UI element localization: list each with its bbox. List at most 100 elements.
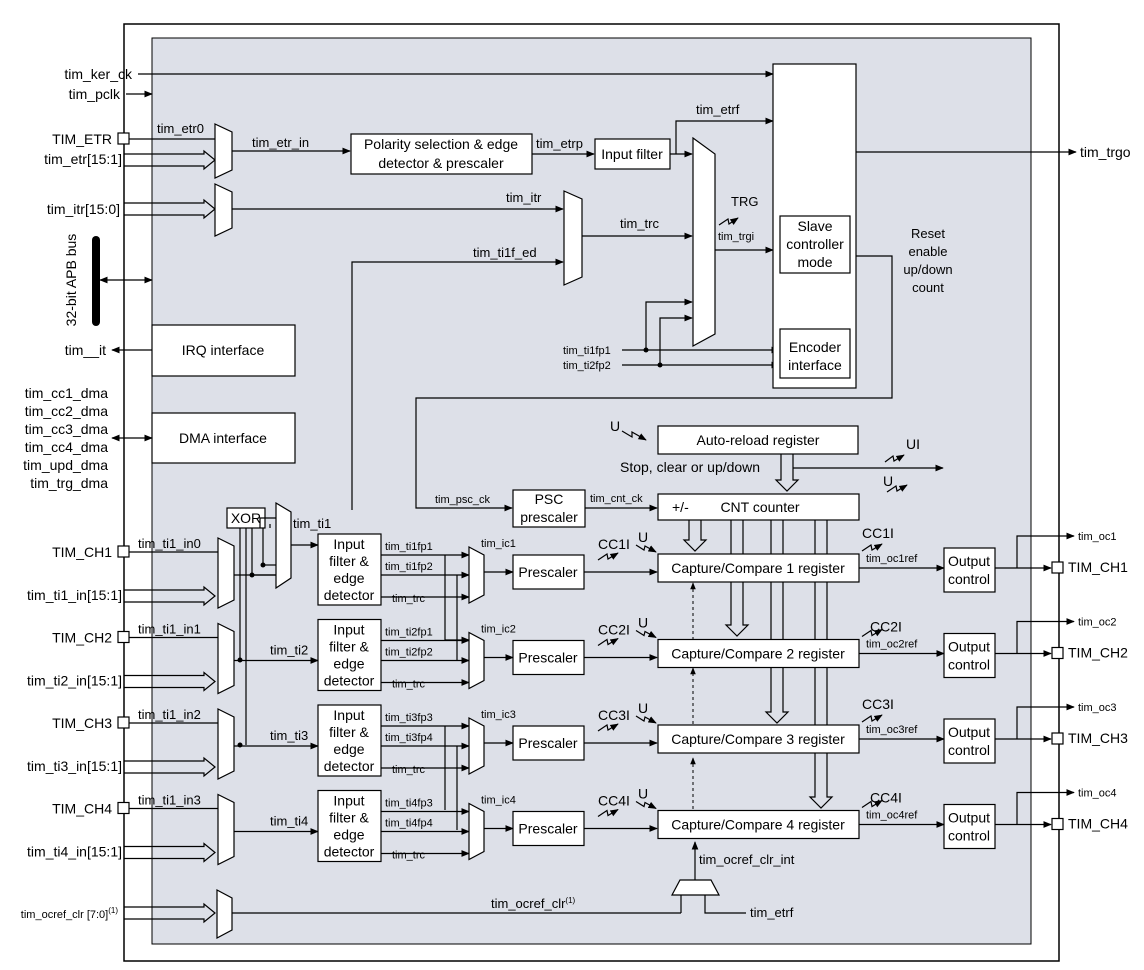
ch2-capture-compare-register	[657, 638, 860, 669]
ch2-ti-in-bus-label: tim_ti2_in[15:1]	[27, 673, 122, 689]
dma-signal-3: tim_cc3_dma	[25, 421, 108, 437]
ch3-trc-label: tim_trc	[392, 764, 426, 776]
tim-etr-pin	[117, 132, 130, 145]
ch3-ti-bus-arrow	[124, 756, 216, 778]
ch1-output-text-1: Output	[948, 553, 990, 569]
trigger-mux	[692, 136, 716, 348]
ch2-output-text-1: Output	[948, 639, 990, 655]
svg-text:Polarity selection & edge: Polarity selection & edge	[364, 136, 518, 152]
timer-core-area	[151, 37, 1032, 945]
ch4-filter-text-2: filter &	[329, 810, 369, 826]
reset-label-3: up/down	[903, 262, 952, 277]
ch4-ti-in0-label: tim_ti1_in3	[138, 793, 201, 808]
ch4-pin-label: TIM_CH4	[52, 801, 112, 817]
ch3-ti-in-bus-label: tim_ti3_in[15:1]	[27, 758, 122, 774]
ch1-ccflag-label: CC1I	[598, 536, 630, 552]
tim-ti2fp2-label: tim_ti2fp2	[563, 360, 611, 372]
ch3-ocref-label: tim_oc3ref	[866, 724, 918, 736]
tim-ker-ck-label: tim_ker_ck	[64, 66, 133, 82]
ch1-ic-label: tim_ic1	[481, 538, 516, 550]
ch1-oc-label: tim_oc1	[1078, 531, 1117, 543]
ch2-ti-in0-label: tim_ti1_in1	[138, 622, 201, 637]
dma-signal-4: tim_cc4_dma	[25, 439, 108, 455]
ch1-filter-text-4: detector	[324, 587, 375, 603]
ch4-oc-label: tim_oc4	[1078, 788, 1117, 800]
dma-signal-1: tim_cc1_dma	[25, 385, 108, 401]
ch1-fp-b-label: tim_ti1fp2	[385, 561, 433, 573]
ch1-outpin-label: TIM_CH1	[1068, 559, 1128, 575]
ch1-input-mux	[217, 537, 235, 609]
ch4-prescaler-text: Prescaler	[518, 821, 577, 837]
ch2-ic-mux	[468, 631, 485, 690]
ocref-clr-input-label: tim_ocref_clr [7:0](1)	[21, 906, 119, 921]
ch4-ccflag-label: CC4I	[598, 793, 630, 809]
tim-pclk-label: tim_pclk	[69, 86, 121, 102]
reset-label-1: Reset	[911, 226, 945, 241]
ch2-output-pin	[1051, 646, 1064, 660]
ocref-clr-select-mux	[671, 879, 720, 896]
ch1-ccout-flag-label: CC1I	[862, 525, 894, 541]
svg-text:detector & prescaler: detector & prescaler	[378, 155, 504, 171]
ch4-ti-bus-arrow	[124, 842, 216, 863]
ch3-ti-in0-label: tim_ti1_in2	[138, 707, 201, 722]
ch1-input-pin	[117, 545, 130, 558]
ch4-output-text-1: Output	[948, 810, 990, 826]
ch3-filter-text-4: detector	[324, 758, 375, 774]
ch3-filter-text-2: filter &	[329, 724, 369, 740]
ch4-input-filter	[317, 789, 382, 863]
channel-1: TIM_CH1tim_ti1_in0tim_ti1_in[15:1]Inputf…	[27, 525, 1128, 609]
ch3-outpin-label: TIM_CH3	[1068, 730, 1128, 746]
ch1-u-label: U	[638, 529, 648, 545]
ch2-outpin-label: TIM_CH2	[1068, 645, 1128, 661]
ch4-ti-in-bus-label: tim_ti4_in[15:1]	[27, 844, 122, 860]
irq-interface	[151, 324, 296, 377]
tim-cnt-ck-label: tim_cnt_ck	[590, 493, 643, 505]
svg-text:prescaler: prescaler	[520, 509, 578, 525]
tim-trgi-label: tim_trgi	[718, 231, 754, 243]
ch1-filter-text-2: filter &	[329, 553, 369, 569]
ch4-filter-text-1: Input	[333, 793, 364, 809]
ch4-output-control	[943, 803, 996, 850]
tim-it-label: tim__it	[65, 342, 106, 358]
ch3-input-pin	[117, 716, 130, 729]
ch2-ccout-flag-label: CC2I	[870, 619, 902, 635]
ch3-ic-label: tim_ic3	[481, 709, 516, 721]
ch2-ti-bus-arrow	[124, 671, 216, 692]
svg-text:IRQ interface: IRQ interface	[182, 342, 265, 358]
ch4-ti-label: tim_ti4	[270, 814, 308, 829]
tim-itr-label: tim_itr	[506, 190, 542, 205]
tim-etrf-label: tim_etrf	[696, 102, 740, 117]
svg-text:interface: interface	[788, 357, 842, 373]
ch1-prescaler-text: Prescaler	[518, 564, 577, 580]
u-label-top: U	[610, 418, 620, 434]
ch2-input-mux	[217, 622, 235, 695]
ch2-prescaler-text: Prescaler	[518, 650, 577, 666]
ch1-pin-label: TIM_CH1	[52, 544, 112, 560]
tim-trc-label: tim_trc	[620, 216, 660, 231]
ch4-ccout-flag-label: CC4I	[870, 790, 902, 806]
svg-text:controller: controller	[786, 236, 844, 252]
ch2-ocref-label: tim_oc2ref	[866, 639, 918, 651]
ocref-clr-mux	[216, 889, 233, 939]
ch1-ti-in-bus-label: tim_ti1_in[15:1]	[27, 587, 122, 603]
ch4-ic-mux	[468, 802, 485, 861]
svg-text:Slave: Slave	[797, 218, 832, 234]
ch2-pin-label: TIM_CH2	[52, 630, 112, 646]
reset-label-4: count	[912, 280, 944, 295]
ch2-ic-label: tim_ic2	[481, 624, 516, 636]
ch4-output-pin	[1051, 817, 1064, 831]
ch3-output-control	[943, 718, 996, 764]
ch3-ti-label: tim_ti3	[270, 728, 308, 743]
svg-text:XOR: XOR	[231, 510, 261, 526]
svg-text:DMA interface: DMA interface	[179, 430, 267, 446]
ch4-trc-label: tim_trc	[392, 850, 426, 862]
ch2-ccflag-label: CC2I	[598, 622, 630, 638]
svg-text:mode: mode	[797, 254, 832, 270]
ch3-filter-text-3: edge	[333, 741, 364, 757]
tim-etr0-label: tim_etr0	[157, 121, 204, 136]
stop-clear-label: Stop, clear or up/down	[620, 459, 760, 475]
itr-mux	[214, 183, 233, 237]
svg-text:CNT counter: CNT counter	[720, 499, 799, 515]
apb-bus-label: 32-bit APB bus	[63, 234, 79, 327]
